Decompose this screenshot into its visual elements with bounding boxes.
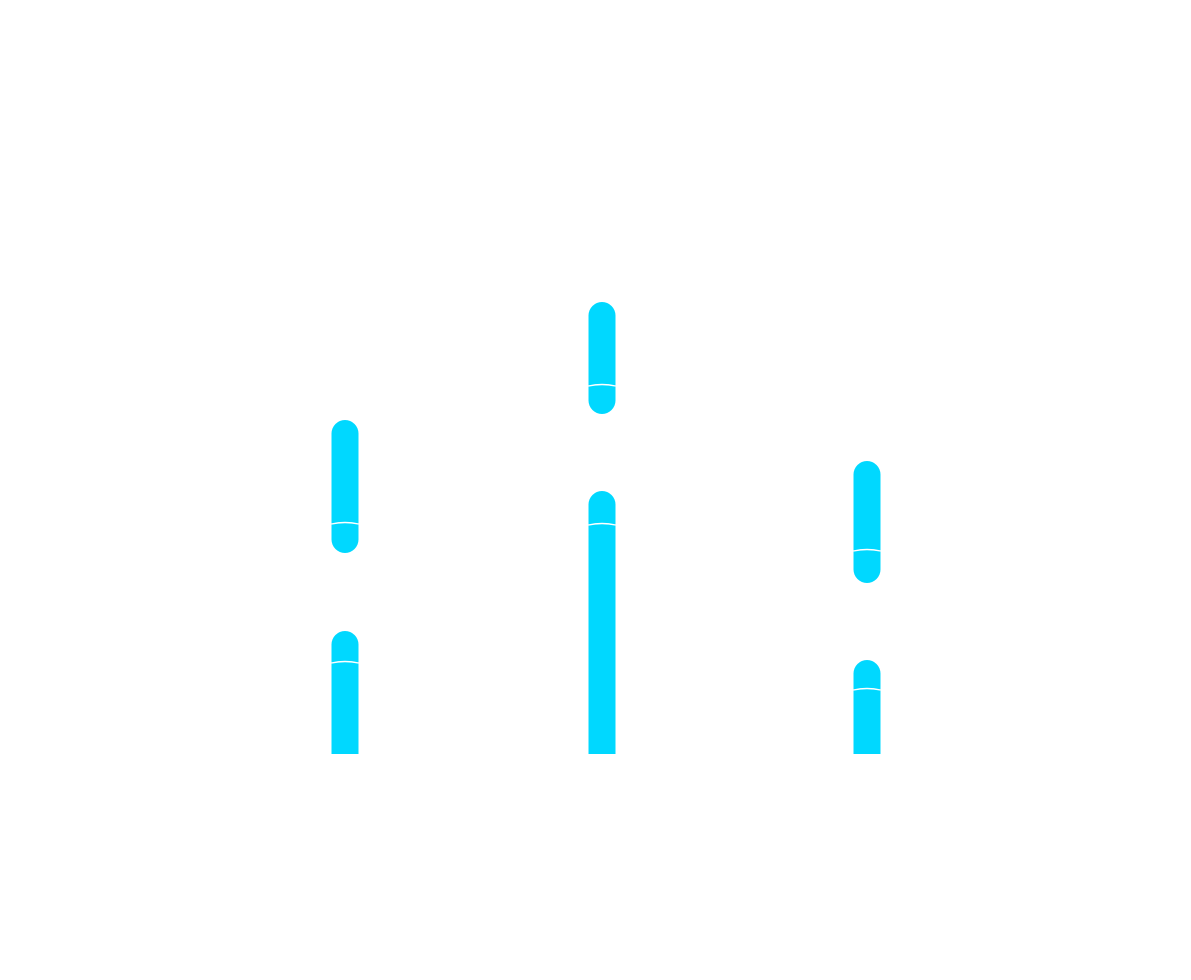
seam-left-upper	[331, 521, 359, 525]
bar-right-upper	[853, 461, 881, 583]
bar-column-right	[853, 461, 881, 754]
seam-middle-upper	[588, 383, 616, 387]
seam-left-lower	[331, 660, 359, 664]
bar-column-middle	[588, 302, 616, 754]
bar-middle-upper	[588, 302, 616, 414]
seam-middle-lower	[588, 522, 616, 526]
bar-middle-lower	[588, 490, 616, 754]
bar-right-lower	[853, 660, 881, 754]
seam-right-lower	[853, 687, 881, 691]
bar-left-lower	[331, 631, 359, 754]
seam-right-upper	[853, 548, 881, 552]
bar-left-upper	[331, 420, 359, 553]
bar-column-left	[331, 420, 359, 754]
